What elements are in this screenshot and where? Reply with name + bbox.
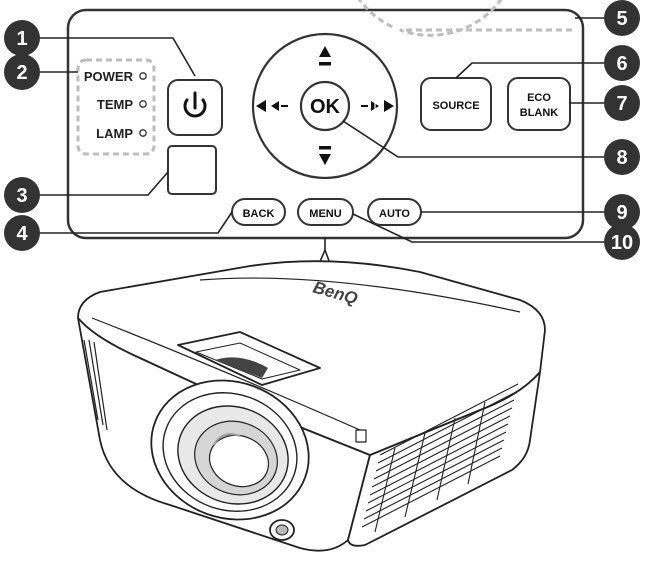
callout-6: 6	[604, 45, 640, 81]
projector-top	[77, 260, 546, 456]
auto-button-label: AUTO	[379, 208, 410, 220]
callout-8: 8	[604, 139, 640, 175]
auto-button[interactable]: AUTO	[367, 198, 422, 226]
back-button[interactable]: BACK	[231, 198, 286, 226]
power-indicator-label: POWER	[84, 69, 134, 84]
side-vent	[361, 383, 519, 533]
security-slot	[355, 429, 367, 443]
temp-indicator-label: TEMP	[97, 97, 133, 112]
eco-blank-button[interactable]: ECO BLANK	[507, 77, 571, 131]
temp-indicator-light	[139, 100, 147, 108]
svg-text:4: 4	[16, 223, 28, 245]
arrow-down-icon	[319, 154, 331, 165]
power-icon	[183, 91, 207, 118]
callout-9: 9	[604, 194, 640, 230]
front-vent	[83, 339, 108, 431]
leader-8	[342, 120, 604, 158]
ok-button-label: OK	[310, 96, 341, 118]
svg-text:1: 1	[16, 28, 27, 50]
callout-10: 10	[604, 224, 640, 260]
arrow-left-icon	[256, 100, 266, 112]
leader-6	[455, 62, 604, 79]
indicator-group-outline	[76, 58, 156, 156]
callout-markers: 1 2 3 4 5 6 7 8 9 10	[4, 0, 640, 260]
svg-text:10: 10	[611, 232, 633, 254]
source-button[interactable]: SOURCE	[420, 77, 492, 131]
lamp-indicator-light	[139, 129, 147, 137]
up-button[interactable]	[319, 46, 331, 66]
focus-window	[177, 331, 321, 386]
projector: BenQ	[77, 260, 546, 552]
ir-sensor	[167, 145, 217, 195]
leader-4	[38, 211, 233, 234]
back-button-label: BACK	[243, 208, 275, 220]
callout-7: 7	[604, 85, 640, 121]
power-indicator-light	[139, 72, 147, 80]
down-button[interactable]	[319, 146, 331, 165]
leader-3	[38, 171, 169, 196]
eco-blank-label-line1: ECO	[527, 92, 551, 104]
source-button-label: SOURCE	[432, 100, 479, 112]
svg-text:3: 3	[16, 185, 27, 207]
menu-button-label: MENU	[309, 208, 341, 220]
leader-1	[38, 37, 196, 77]
minus-icon	[271, 101, 279, 111]
left-button[interactable]	[256, 100, 288, 112]
dpad-group-outline	[357, 0, 572, 37]
leader-10	[352, 213, 604, 243]
svg-text:9: 9	[616, 202, 627, 224]
callout-4: 4	[4, 215, 40, 251]
svg-text:6: 6	[616, 53, 627, 75]
right-button[interactable]	[361, 100, 394, 112]
power-button[interactable]	[167, 79, 223, 136]
arrow-right-icon	[384, 100, 394, 112]
callout-5: 5	[604, 0, 640, 36]
ok-button[interactable]	[299, 80, 351, 132]
svg-text:8: 8	[616, 147, 627, 169]
menu-button[interactable]: MENU	[297, 198, 354, 226]
eco-blank-label-line2: BLANK	[520, 107, 559, 119]
lamp-indicator-label: LAMP	[96, 126, 133, 141]
callout-1: 1	[4, 20, 40, 56]
callout-2: 2	[4, 54, 40, 90]
arrow-up-icon	[319, 46, 331, 57]
svg-text:5: 5	[616, 8, 627, 30]
dpad: OK	[251, 32, 399, 180]
svg-text:7: 7	[616, 93, 627, 115]
lens	[150, 379, 310, 521]
leader-lines	[38, 17, 604, 281]
svg-text:2: 2	[16, 62, 27, 84]
callout-3: 3	[4, 177, 40, 213]
